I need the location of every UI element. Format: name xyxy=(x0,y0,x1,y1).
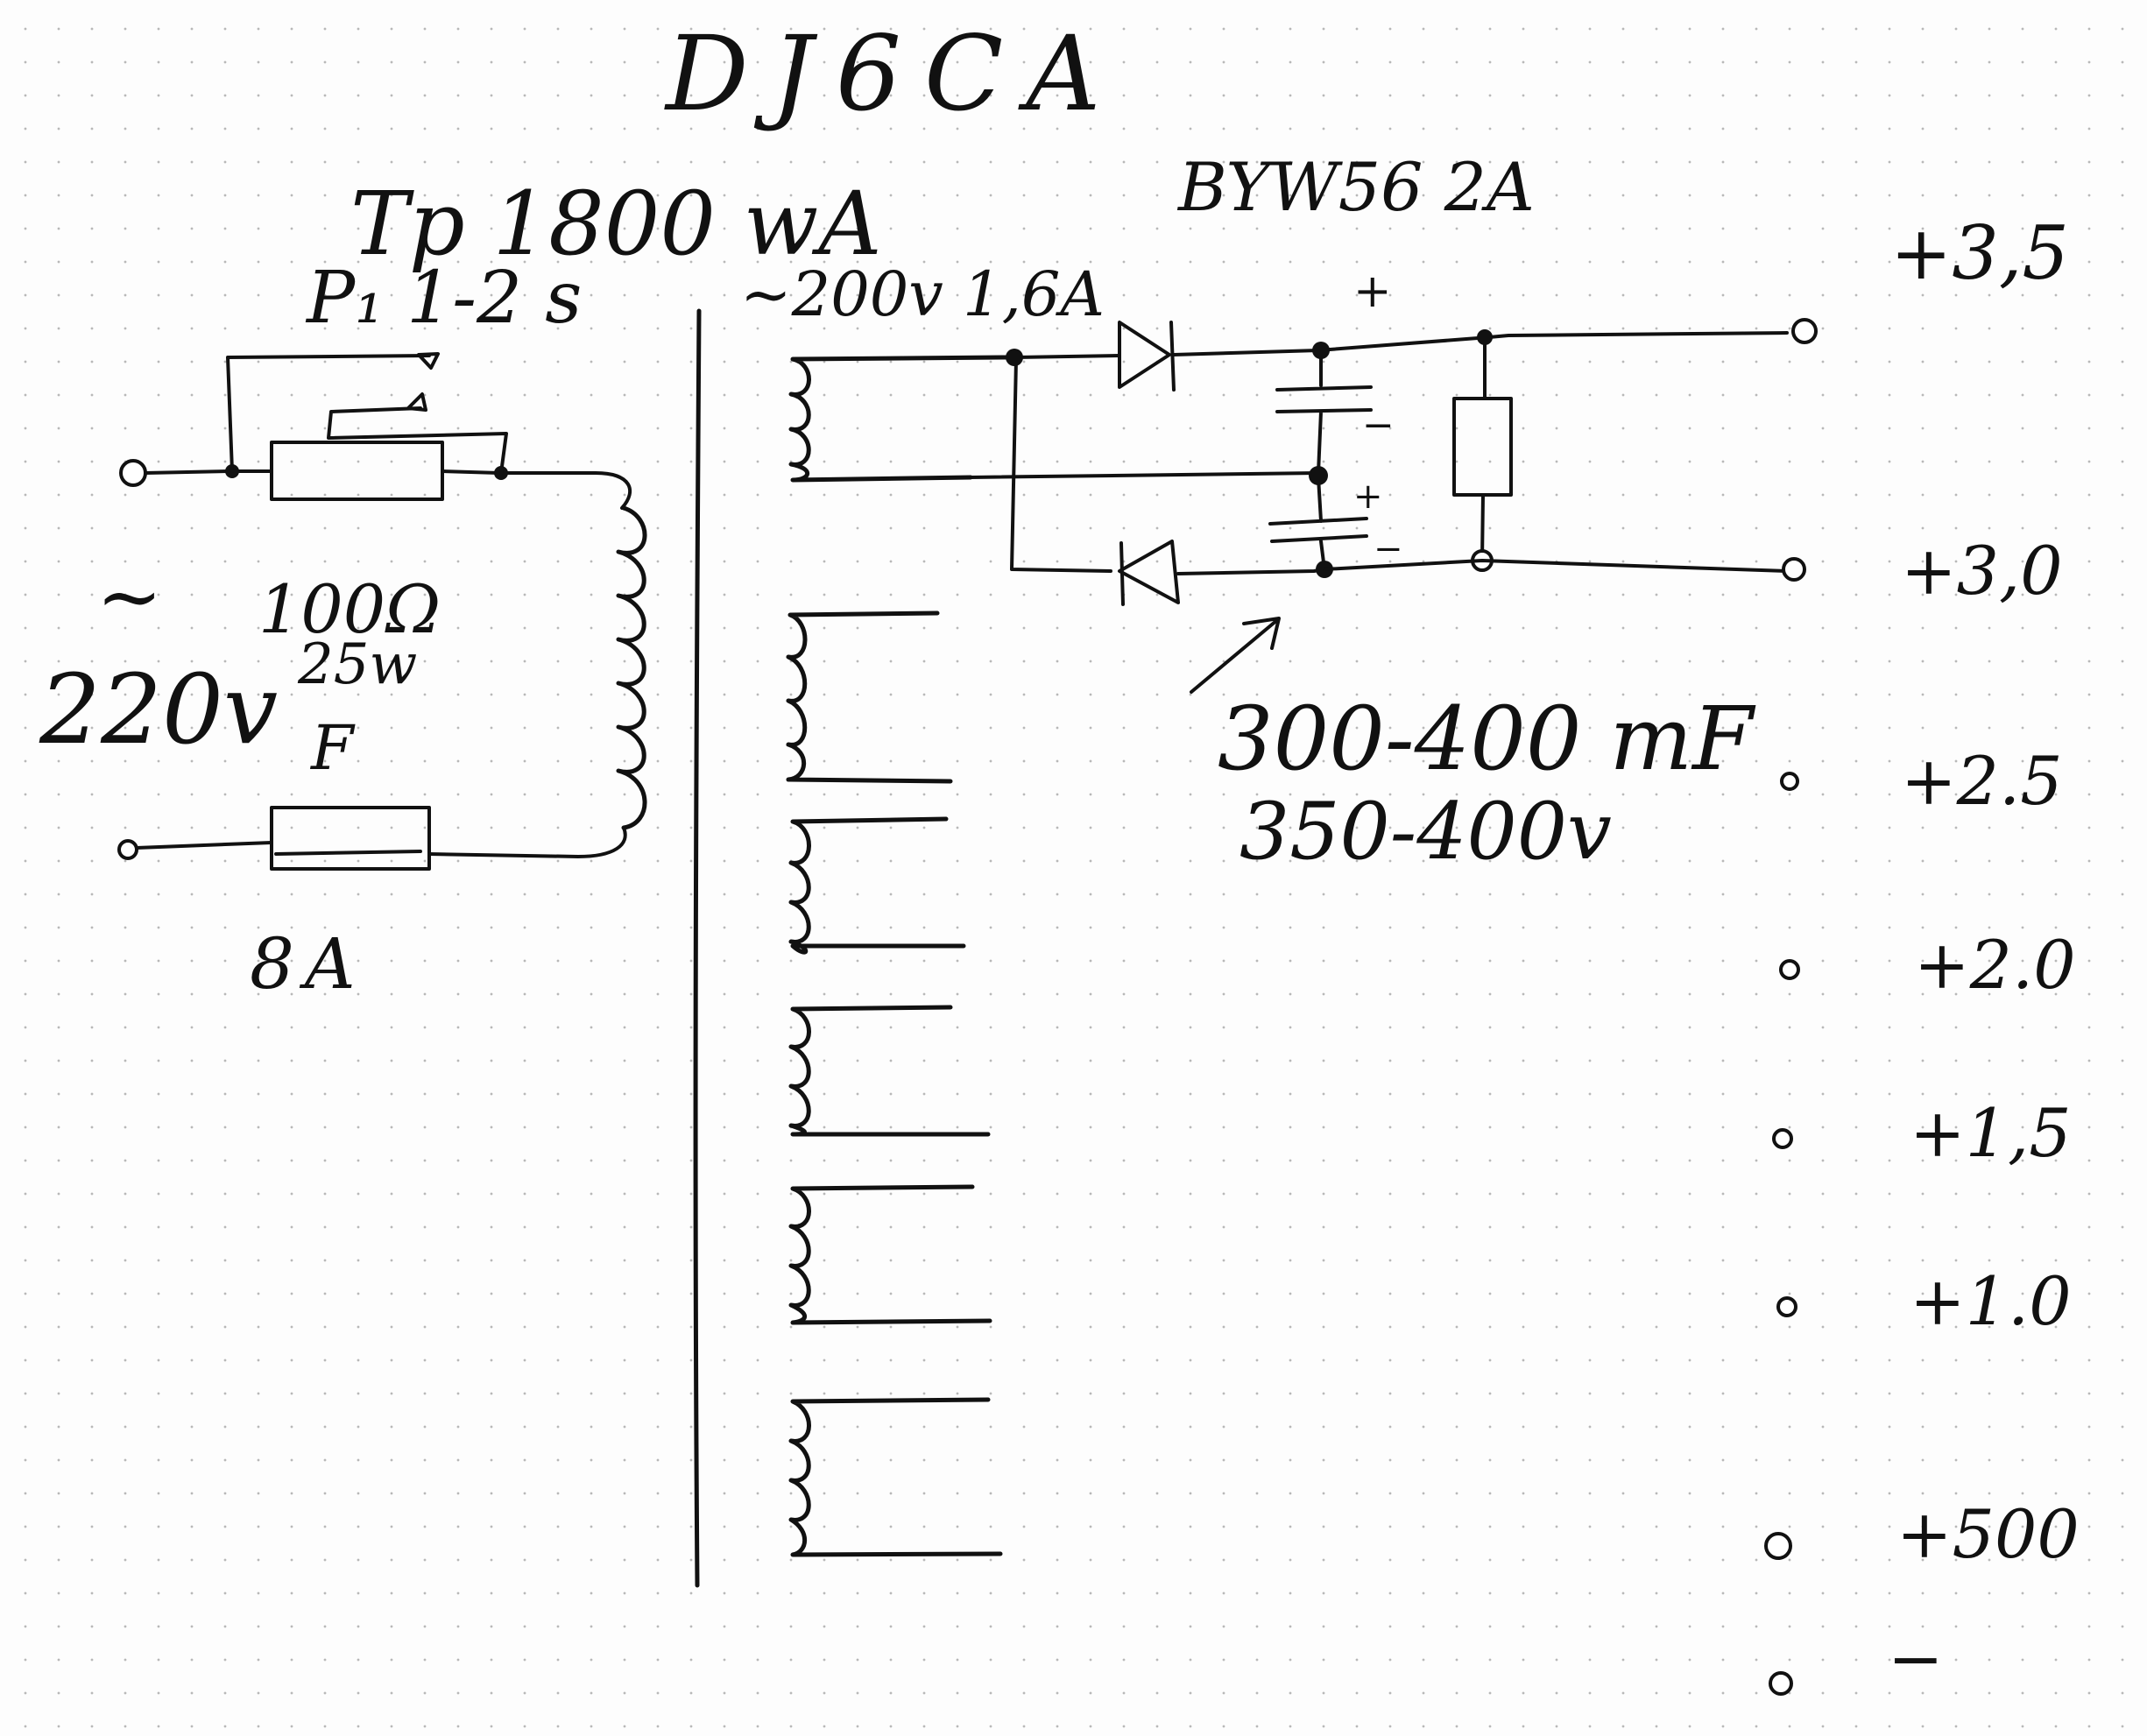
tap-terminal-8 xyxy=(1769,1671,1793,1696)
capacitor-arrow xyxy=(1190,617,1281,694)
fuse-body xyxy=(270,806,431,871)
cap-plus-upper: + xyxy=(1353,265,1392,318)
relay-contact-arm xyxy=(327,406,508,475)
tap-terminal-7 xyxy=(1764,1532,1792,1560)
winding-4 xyxy=(788,1005,991,1137)
capacitance-label: 300-400 mF xyxy=(1218,688,1756,790)
transformer-label: Tp 1800 wA xyxy=(350,173,882,275)
mains-terminal-bottom xyxy=(117,839,138,860)
relay-contact-bottom xyxy=(406,392,427,412)
capacitor-upper xyxy=(1275,349,1373,475)
diode-lower xyxy=(1118,540,1180,606)
primary-winding xyxy=(616,505,647,830)
tap-terminal-5 xyxy=(1772,1128,1793,1149)
output-label-8: − xyxy=(1888,1620,1944,1697)
resistor-body xyxy=(270,441,444,501)
cap-minus-upper: − xyxy=(1362,403,1395,448)
output-terminal-1 xyxy=(1791,318,1818,344)
fuse-rating: 8A xyxy=(250,923,366,1005)
transformer-core xyxy=(693,308,702,1588)
output-label-4: +2.0 xyxy=(1914,926,2076,1004)
mains-wire-top xyxy=(144,469,231,475)
mains-input xyxy=(117,459,273,860)
secondary-windings xyxy=(786,355,1010,1557)
title: DJ6CA xyxy=(664,13,1124,134)
relay-bypass-wire xyxy=(226,354,431,473)
output-tap-terminals xyxy=(1764,772,1800,1696)
relay-contact xyxy=(226,352,508,475)
winding-2 xyxy=(786,610,953,784)
mains-terminal-top xyxy=(119,459,147,487)
mains-voltage: 220v xyxy=(39,653,278,766)
tap-terminal-6 xyxy=(1776,1296,1797,1317)
resistor-value: 100Ω xyxy=(258,570,441,648)
inrush-resistor xyxy=(225,441,632,510)
winding-5 xyxy=(788,1184,992,1325)
output-label-3: +2.5 xyxy=(1901,742,2063,820)
tap-terminal-3 xyxy=(1780,772,1799,791)
tap-terminal-4 xyxy=(1779,959,1800,980)
output-label-2: +3,0 xyxy=(1901,532,2063,610)
resistor-power: 25w xyxy=(297,632,417,697)
relay-label: P₁ 1-2 s xyxy=(305,257,582,340)
fuse-label: F xyxy=(309,712,356,784)
output-label-1: +3,5 xyxy=(1890,210,2069,296)
mains-ac-symbol: ~ xyxy=(96,551,162,643)
cap-voltage-label: 350-400v xyxy=(1239,786,1612,878)
cap-minus-lower: − xyxy=(1374,529,1403,569)
fuse xyxy=(270,806,627,871)
bleeder-resistor xyxy=(1452,397,1513,497)
output-label-5: +1,5 xyxy=(1910,1094,2072,1172)
cap-plus-lower: + xyxy=(1353,476,1383,517)
output-terminal-2 xyxy=(1782,557,1806,582)
capacitor-lower xyxy=(1268,476,1368,571)
relay-contact-top xyxy=(417,352,440,370)
secondary-label: ~200v 1,6A xyxy=(740,258,1105,330)
diode-upper xyxy=(1118,321,1176,392)
winding-6 xyxy=(788,1397,1003,1557)
output-label-7: +500 xyxy=(1896,1495,2080,1573)
output-label-6: +1.0 xyxy=(1910,1262,2072,1340)
winding-1 xyxy=(788,355,1010,483)
diode-label: BYW56 2A xyxy=(1176,148,1535,226)
mains-wire-bottom xyxy=(135,841,273,850)
voltage-doubler xyxy=(969,318,1818,694)
winding-3 xyxy=(788,816,966,955)
